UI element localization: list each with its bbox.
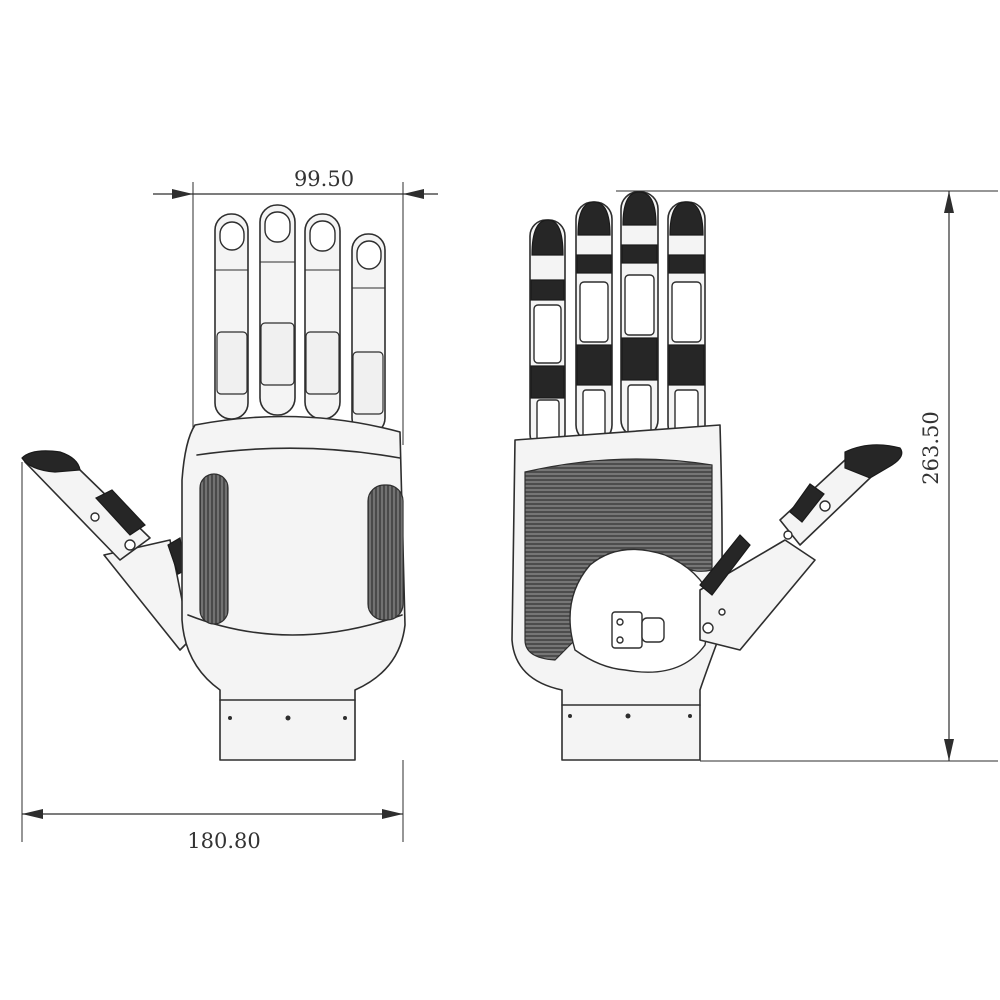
- thumb-joint-pad: [95, 489, 146, 536]
- arrow-top: [944, 191, 954, 213]
- palm-shell: [181, 415, 406, 761]
- dimension-overall-width: 180.80: [21, 462, 404, 853]
- finger-little-palm: [529, 219, 566, 451]
- finger-index-palm: [667, 201, 706, 443]
- thumb-base-housing: [569, 548, 713, 673]
- finger-ring-palm: [575, 201, 613, 443]
- finger-index: [214, 213, 249, 420]
- thumb: [21, 450, 191, 651]
- thumb-tip-pad: [21, 450, 81, 473]
- thumb-palm: [699, 444, 903, 651]
- overall-width-label: 180.80: [187, 829, 260, 853]
- thumb-tip-pad-palm: [844, 444, 903, 479]
- finger-middle-palm: [620, 191, 659, 438]
- hand-back-view: [21, 204, 406, 761]
- dimension-overall-height: 263.50: [616, 190, 998, 762]
- side-grip-right: [367, 484, 404, 621]
- finger-little: [351, 233, 386, 435]
- overall-height-label: 263.50: [919, 411, 943, 484]
- arrow-left: [22, 809, 43, 819]
- finger-middle: [259, 204, 296, 416]
- arrow-right: [403, 189, 424, 199]
- hand-palm-view: [511, 191, 903, 761]
- arrow-bottom: [944, 739, 954, 761]
- arrow-left: [172, 189, 193, 199]
- dimension-palm-width: 99.50: [153, 167, 438, 445]
- arrow-right: [382, 809, 403, 819]
- finger-ring: [304, 213, 341, 420]
- palm-width-label: 99.50: [294, 167, 354, 191]
- side-grip-left: [199, 473, 229, 625]
